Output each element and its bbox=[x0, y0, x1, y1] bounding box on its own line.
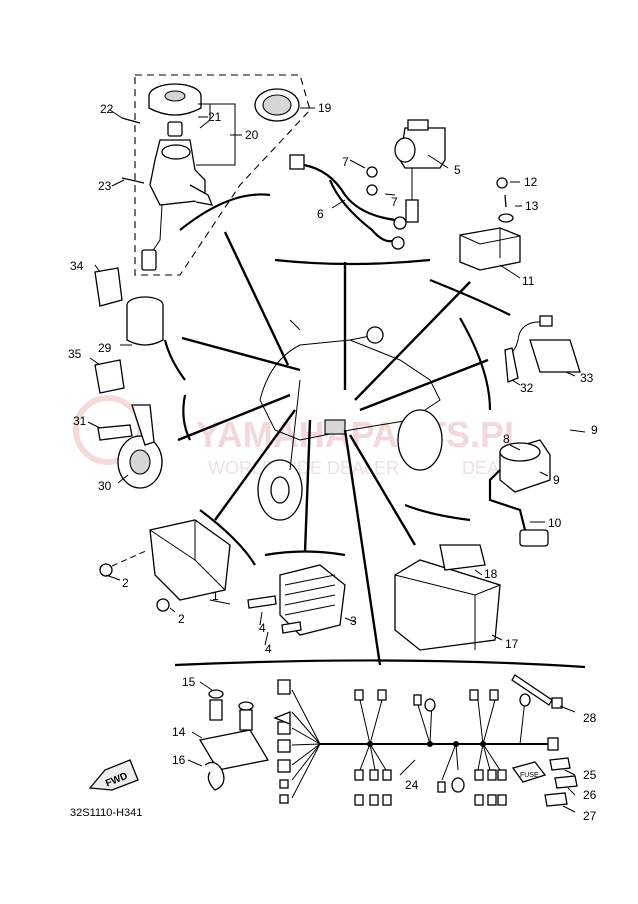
callout-9: 9 bbox=[553, 473, 560, 487]
grommet-ring bbox=[262, 94, 292, 116]
callout-28: 28 bbox=[583, 711, 597, 725]
wire-lead bbox=[289, 154, 407, 250]
fuse-box: FUSE bbox=[511, 757, 578, 807]
callout-2: 2 bbox=[122, 576, 129, 590]
callout-2: 2 bbox=[178, 612, 185, 626]
control-unit bbox=[99, 519, 231, 612]
callout-21: 21 bbox=[208, 110, 222, 124]
callout-14: 14 bbox=[172, 725, 186, 739]
callout-8: 8 bbox=[503, 432, 510, 446]
ignition-coil bbox=[488, 439, 551, 547]
callout-34: 34 bbox=[70, 259, 84, 273]
callout-1: 1 bbox=[212, 589, 219, 603]
callout-7: 7 bbox=[391, 195, 398, 209]
callout-26: 26 bbox=[583, 788, 597, 802]
fwd-arrow-icon: FWD bbox=[88, 759, 139, 791]
callout-27: 27 bbox=[583, 809, 597, 823]
callout-13: 13 bbox=[525, 199, 539, 213]
watermark-text: YAMAHAPARTS.PL bbox=[196, 414, 526, 455]
callout-18: 18 bbox=[484, 567, 498, 581]
callout-10: 10 bbox=[548, 516, 562, 530]
callout-24: 24 bbox=[405, 778, 419, 792]
callout-19: 19 bbox=[318, 101, 332, 115]
bracket-14 bbox=[198, 689, 270, 771]
callout-4: 4 bbox=[259, 621, 266, 635]
callout-7: 7 bbox=[342, 155, 349, 169]
document-code: 32S1110-H341 bbox=[70, 807, 142, 819]
main-switch-group bbox=[121, 74, 311, 276]
callout-33: 33 bbox=[580, 371, 594, 385]
callout-31: 31 bbox=[73, 414, 87, 428]
callout-11: 11 bbox=[522, 274, 535, 288]
rectifier-regulator bbox=[247, 564, 346, 636]
callout-29: 29 bbox=[98, 341, 112, 355]
relay-part-11 bbox=[459, 177, 521, 271]
callout-6: 6 bbox=[317, 207, 324, 221]
cable-tie bbox=[511, 674, 563, 709]
callout-30: 30 bbox=[98, 479, 112, 493]
callout-3: 3 bbox=[350, 614, 357, 628]
callout-9: 9 bbox=[591, 423, 598, 437]
horn bbox=[97, 404, 163, 489]
relay-29 bbox=[126, 296, 164, 346]
battery bbox=[394, 544, 501, 651]
callout-leaders bbox=[87, 107, 586, 813]
callout-20: 20 bbox=[245, 128, 259, 142]
callout-16: 16 bbox=[172, 753, 186, 767]
scooter-illustration bbox=[257, 319, 443, 521]
callout-4: 4 bbox=[265, 642, 272, 656]
main-switch-kit-outline bbox=[134, 74, 311, 276]
clamp-16 bbox=[204, 761, 225, 791]
wire-harness bbox=[273, 679, 559, 806]
watermark: YAMAHAPARTS.PL WORLDWIDE DEALER DEALER bbox=[73, 395, 534, 478]
callout-17: 17 bbox=[505, 637, 519, 651]
sensor-32 bbox=[504, 315, 581, 383]
callout-labels: 1 2 2 3 4 4 5 6 7 7 8 9 9 10 11 12 13 14… bbox=[68, 101, 598, 823]
callout-5: 5 bbox=[454, 163, 461, 177]
callout-12: 12 bbox=[524, 175, 538, 189]
callout-15: 15 bbox=[182, 675, 196, 689]
callout-25: 25 bbox=[583, 768, 597, 782]
fuse-label: FUSE bbox=[520, 772, 539, 779]
leader-lines bbox=[163, 193, 586, 669]
starter-relay-assembly bbox=[366, 119, 446, 223]
callout-32: 32 bbox=[520, 381, 534, 395]
callout-22: 22 bbox=[100, 102, 114, 116]
relay-34 bbox=[94, 267, 123, 307]
callout-23: 23 bbox=[98, 179, 112, 193]
callout-35: 35 bbox=[68, 347, 82, 361]
relay-35 bbox=[94, 359, 125, 394]
